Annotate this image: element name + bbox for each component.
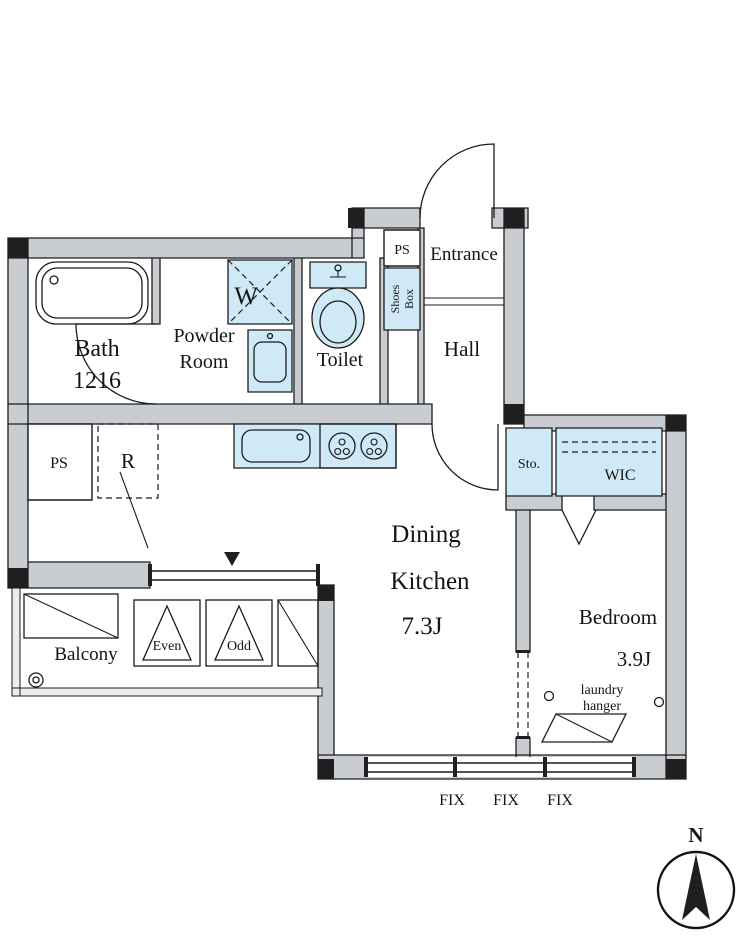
wic-door-v-icon xyxy=(561,509,597,546)
bathtub-drain-icon xyxy=(49,275,59,285)
entrance-door-arc xyxy=(419,143,495,219)
bedroom-details xyxy=(540,690,665,743)
bathroom-fixtures xyxy=(35,261,149,325)
burner-left-symbol-icon xyxy=(334,438,350,455)
balcony-side-box xyxy=(277,599,319,667)
balcony-details xyxy=(23,593,319,688)
burner-right-icon xyxy=(360,432,388,460)
service-boxes xyxy=(27,229,421,549)
kitchen-fixtures xyxy=(241,423,397,469)
dining-kitchen-label-line1: Dining xyxy=(391,521,461,548)
washer-box-diagonals xyxy=(227,259,293,325)
laundry-hanger-label-line2: hanger xyxy=(583,699,621,714)
burner-right-symbol-icon xyxy=(366,438,382,455)
blue-fixture-areas xyxy=(227,259,663,497)
shoes-box-label-line1: Shoes xyxy=(388,284,402,313)
fix-window-glass xyxy=(366,757,634,777)
pipe-space-left-label: PS xyxy=(50,455,68,472)
balcony-hatch-box xyxy=(23,593,119,639)
compass-circle-icon xyxy=(656,850,736,930)
bedroom-furniture-diagonal xyxy=(555,713,613,743)
hall-label: Hall xyxy=(444,337,480,361)
entrance-label: Entrance xyxy=(430,244,498,265)
evacuation-hatch-even-box xyxy=(133,599,201,667)
hall-door-arc xyxy=(431,423,499,491)
powder-room-label-line2: Room xyxy=(180,351,229,373)
bathtub-icon xyxy=(35,261,149,325)
shoes-box-label-group: Shoes Box xyxy=(388,284,416,313)
balcony-window-lines xyxy=(150,570,318,581)
basin-faucet-icon xyxy=(266,332,274,340)
bedroom-size-label: 3.9J xyxy=(617,647,651,671)
compass-north-label: N xyxy=(688,823,703,847)
doors xyxy=(75,143,597,739)
bath-size-label: 1216 xyxy=(73,368,121,394)
compass: N xyxy=(656,823,736,930)
toilet-faucet-knob-icon xyxy=(334,264,342,272)
compass-needle-icon xyxy=(682,854,710,920)
laundry-hanger-label-line1: laundry xyxy=(581,683,624,698)
fixture-blocks xyxy=(227,259,663,497)
fix-window-label-1: FIX xyxy=(439,792,465,809)
basin-bowl-icon xyxy=(253,341,287,383)
balcony-label: Balcony xyxy=(54,644,118,665)
room-labels: Bath 1216 Powder Room Toilet Entrance Ha… xyxy=(54,244,657,671)
windows xyxy=(148,552,636,777)
storage-label: Sto. xyxy=(518,457,540,472)
fix-window-label-2: FIX xyxy=(493,792,519,809)
evacuation-hatch-odd-box xyxy=(205,599,273,667)
evacuation-hatch-even-triangle-icon xyxy=(141,604,193,661)
window-direction-marker-icon xyxy=(224,552,240,566)
balcony-side-box-diagonal xyxy=(277,599,319,667)
stove-box-icon xyxy=(319,423,397,469)
toilet-seat-icon xyxy=(319,300,357,344)
toilet-bowl-icon xyxy=(311,287,365,349)
toilet-label: Toilet xyxy=(317,349,364,371)
fixture-labels: W R PS PS Shoes Box laundry hanger Even … xyxy=(50,243,623,809)
balcony-drain-inner-icon xyxy=(32,676,40,684)
bath-label: Bath xyxy=(74,336,119,362)
bath-door-arc xyxy=(75,323,157,405)
balcony-drain-outer-icon xyxy=(28,672,44,688)
kitchen-sink-icon xyxy=(241,429,311,463)
dining-kitchen-label-line2: Kitchen xyxy=(390,568,470,595)
refrigerator-leader-line xyxy=(119,471,149,549)
sliding-door-dashes xyxy=(517,652,529,738)
bathtub-inner-icon xyxy=(41,267,143,319)
wic-hanger-poles xyxy=(562,441,656,453)
laundry-hanger-right-icon xyxy=(653,696,665,708)
shoes-box-label-line2: Box xyxy=(402,289,416,309)
balcony-hatch-diagonal xyxy=(23,593,119,639)
fix-window-label-3: FIX xyxy=(547,792,573,809)
wash-basin xyxy=(253,332,287,383)
hatch-odd-label: Odd xyxy=(227,639,251,654)
kitchen-faucet-icon xyxy=(296,433,304,441)
pipe-space-boxes xyxy=(27,229,421,501)
hatch-even-label: Even xyxy=(153,639,182,654)
dining-kitchen-size-label: 7.3J xyxy=(402,613,443,640)
burner-left-icon xyxy=(328,432,356,460)
powder-room-label-line1: Powder xyxy=(173,325,234,347)
refrigerator-label: R xyxy=(121,449,135,473)
laundry-hanger-left-icon xyxy=(543,690,555,702)
evacuation-hatch-odd-triangle-icon xyxy=(213,604,265,661)
pipe-space-top-label: PS xyxy=(394,243,410,258)
washer-label: W xyxy=(234,283,258,310)
fix-window-lines xyxy=(366,762,634,773)
toilet-fixture xyxy=(311,264,365,349)
refrigerator-space-outline xyxy=(97,423,159,499)
entrance-step-lines xyxy=(424,297,504,306)
bedroom-label: Bedroom xyxy=(579,605,657,629)
balcony-window-glass xyxy=(150,564,318,586)
wic-label: WIC xyxy=(604,467,635,484)
